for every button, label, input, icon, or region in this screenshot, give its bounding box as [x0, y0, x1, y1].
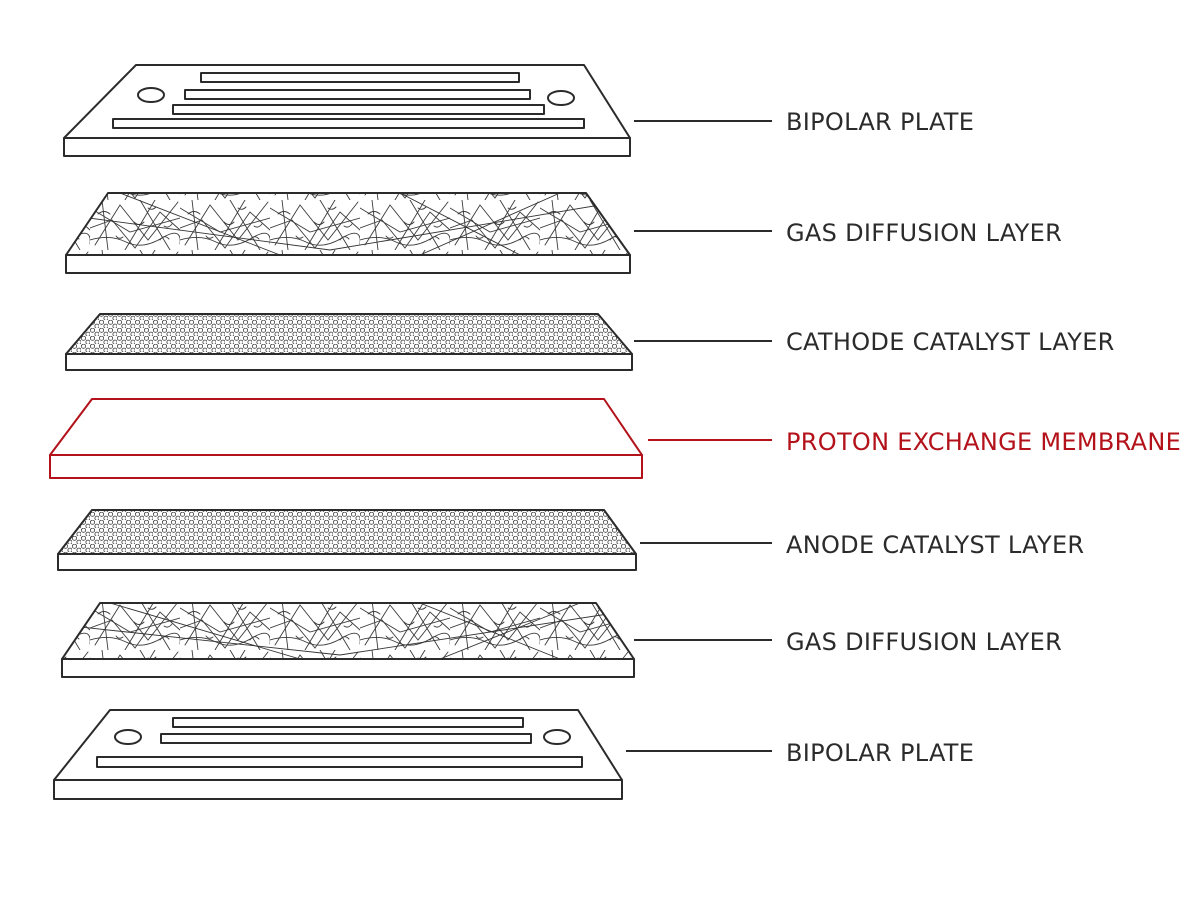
flow-channel [200, 72, 520, 83]
layer-label: ANODE CATALYST LAYER [786, 531, 1084, 559]
layer-label: GAS DIFFUSION LAYER [786, 628, 1062, 656]
label-group-anode-catalyst-layer: ANODE CATALYST LAYER [640, 531, 1084, 559]
bipolar-plate-bottom [53, 709, 623, 800]
layer-label: PROTON EXCHANGE MEMBRANE [786, 428, 1181, 456]
label-group-bipolar-plate-bottom: BIPOLAR PLATE [626, 739, 974, 767]
flow-channel [112, 118, 585, 129]
anode-catalyst-layer [57, 509, 637, 571]
flow-channel [172, 717, 524, 728]
flow-channel [184, 89, 531, 100]
flow-channel [160, 733, 532, 744]
gas-diffusion-layer-top [65, 192, 631, 274]
label-group-gas-diffusion-layer-bottom: GAS DIFFUSION LAYER [634, 628, 1062, 656]
port-hole [137, 87, 165, 103]
port-hole [543, 729, 571, 745]
flow-channel [96, 756, 583, 768]
flow-channel [172, 104, 545, 115]
layer-label: BIPOLAR PLATE [786, 108, 974, 136]
label-group-bipolar-plate-top: BIPOLAR PLATE [634, 108, 974, 136]
label-group-gas-diffusion-layer-top: GAS DIFFUSION LAYER [634, 219, 1062, 247]
proton-exchange-membrane [49, 398, 643, 479]
layer-label: BIPOLAR PLATE [786, 739, 974, 767]
cathode-catalyst-layer [65, 313, 633, 371]
label-group-cathode-catalyst-layer: CATHODE CATALYST LAYER [634, 328, 1115, 356]
gas-diffusion-layer-bottom [61, 602, 635, 678]
bipolar-plate-top [63, 64, 631, 157]
layer-label: CATHODE CATALYST LAYER [786, 328, 1115, 356]
label-group-proton-exchange-membrane: PROTON EXCHANGE MEMBRANE [648, 428, 1181, 456]
layer-label: GAS DIFFUSION LAYER [786, 219, 1062, 247]
port-hole [114, 729, 142, 745]
port-hole [547, 90, 575, 106]
